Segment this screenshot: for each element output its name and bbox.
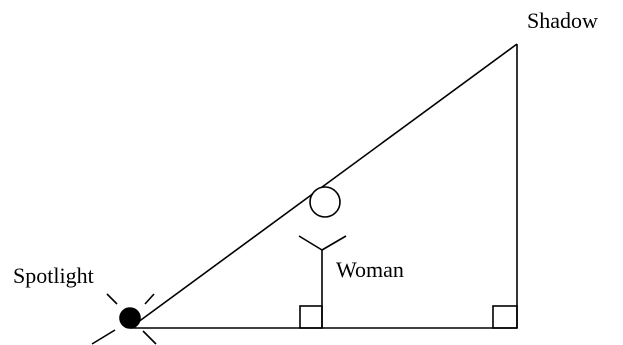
right-angle-marker-wall bbox=[492, 305, 518, 329]
shadow-label: Shadow bbox=[527, 8, 598, 33]
right-angle-marker-woman bbox=[299, 305, 323, 329]
spotlight-icon bbox=[91, 293, 157, 345]
woman-left-arm bbox=[298, 235, 323, 251]
triangle bbox=[129, 43, 518, 329]
woman-right-arm bbox=[321, 235, 347, 251]
spotlight-ray-upper-right bbox=[144, 293, 155, 305]
woman-label: Woman bbox=[336, 257, 404, 282]
woman-head bbox=[309, 186, 341, 218]
spotlight-bulb bbox=[119, 307, 141, 329]
spotlight-ray-lower-right bbox=[142, 330, 157, 345]
spotlight-label: Spotlight bbox=[13, 263, 94, 288]
spotlight-ray-lower-left bbox=[91, 329, 116, 345]
spotlight-ray-upper-left bbox=[106, 293, 118, 305]
hypotenuse-light-ray bbox=[129, 43, 518, 329]
woman-figure-icon bbox=[298, 186, 347, 328]
